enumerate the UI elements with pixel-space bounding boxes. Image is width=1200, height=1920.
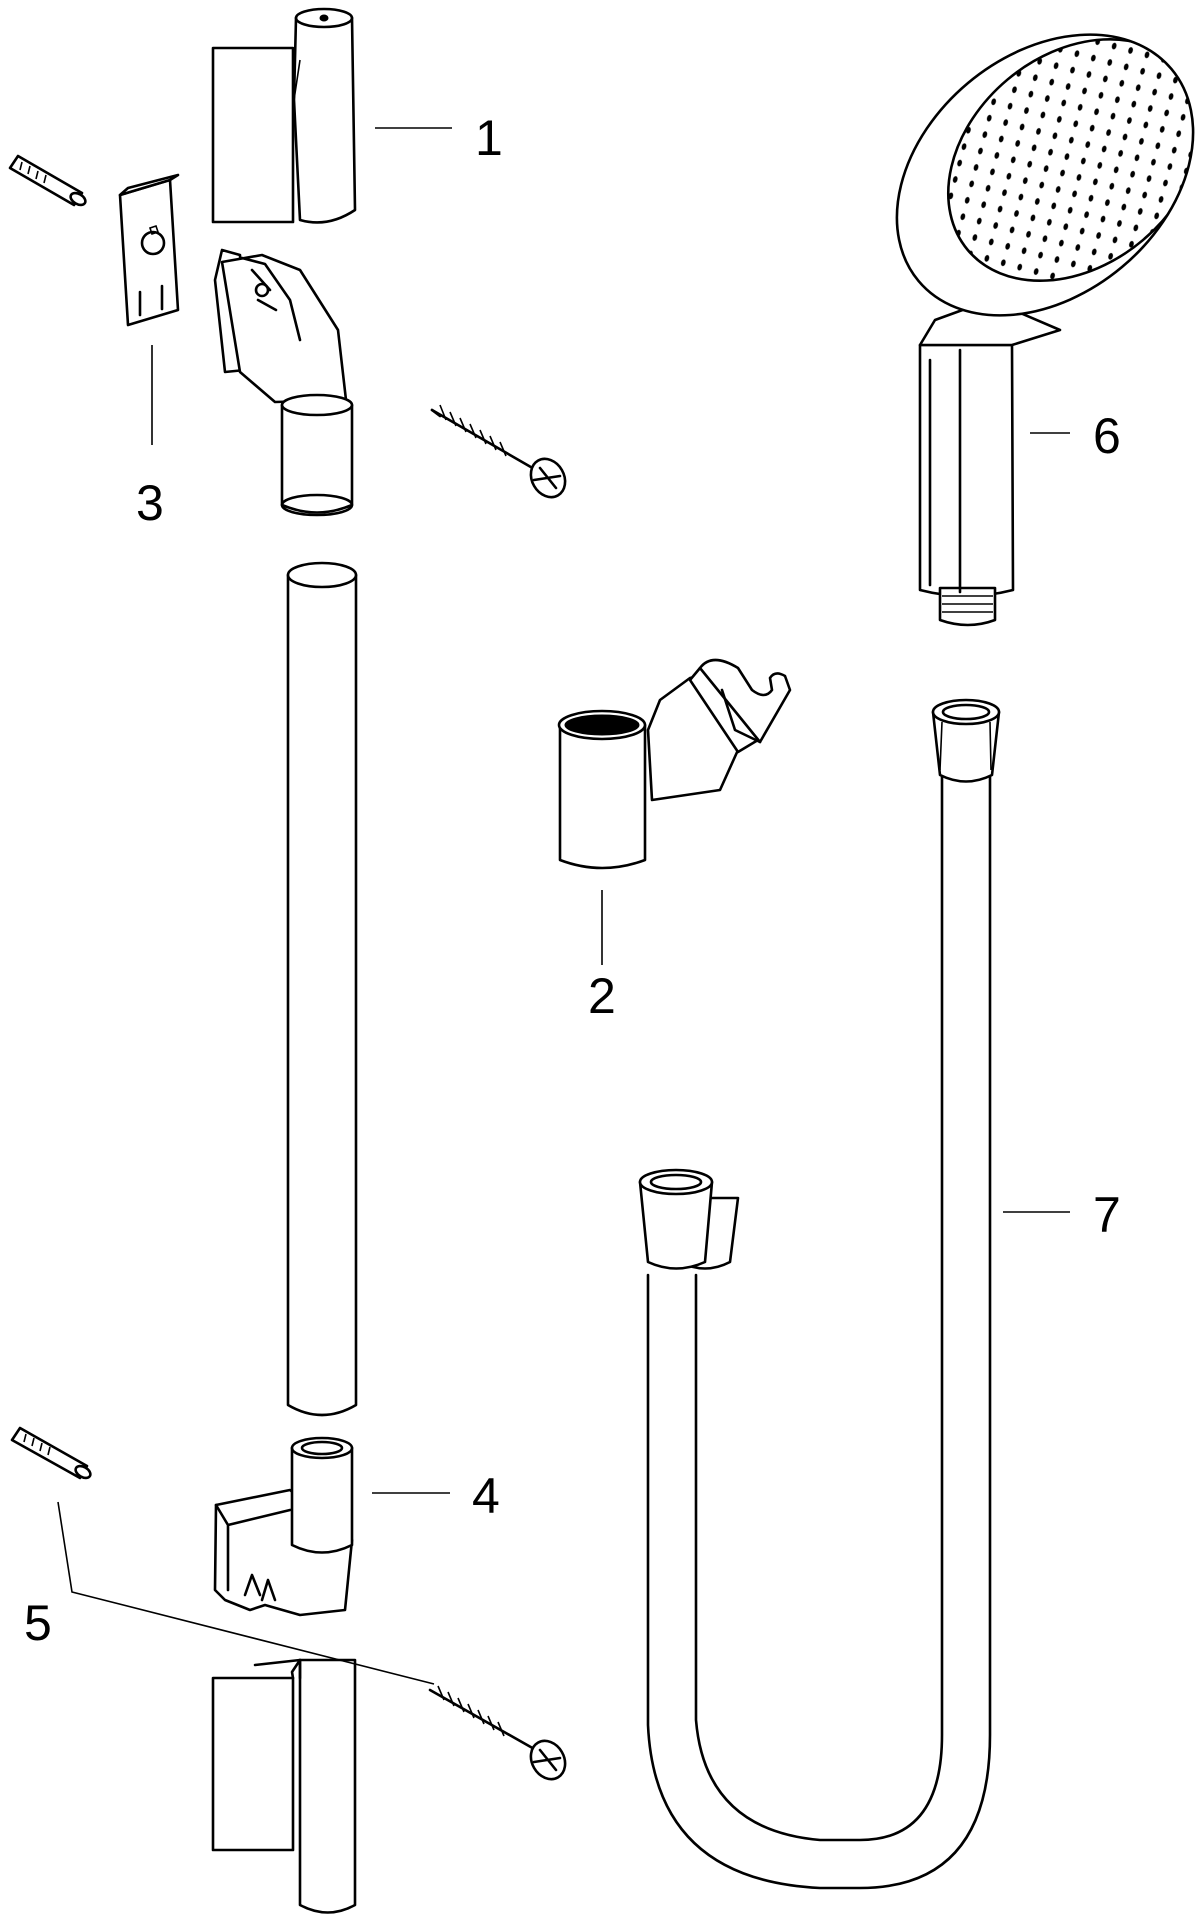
callout-2: 2: [588, 968, 616, 1024]
leader-lines: [57, 127, 1070, 1685]
upper-screw: [430, 404, 567, 499]
lower-bar-holder: [213, 1436, 354, 1617]
upper-bar-holder: [213, 248, 354, 517]
upper-wall-plate: [118, 173, 180, 327]
upper-cover-cap: [211, 7, 357, 224]
callout-7: 7: [1093, 1187, 1121, 1243]
lower-screw: [428, 1685, 567, 1781]
callout-5: 5: [24, 1595, 52, 1651]
callout-1: 1: [475, 110, 503, 166]
slide-bar-rod: [286, 561, 358, 1417]
callout-labels: 1 3 6 2 7 4 5: [24, 110, 1121, 1651]
callout-4: 4: [472, 1468, 500, 1524]
lower-cover-cap: [211, 1658, 357, 1914]
shower-hose: [638, 698, 1001, 1890]
hand-shower: [895, 33, 1200, 627]
callout-6: 6: [1093, 408, 1121, 464]
shower-holder: [557, 658, 792, 870]
lower-wall-dowel: [10, 1426, 92, 1480]
callout-3: 3: [136, 475, 164, 531]
upper-wall-dowel: [8, 154, 87, 207]
